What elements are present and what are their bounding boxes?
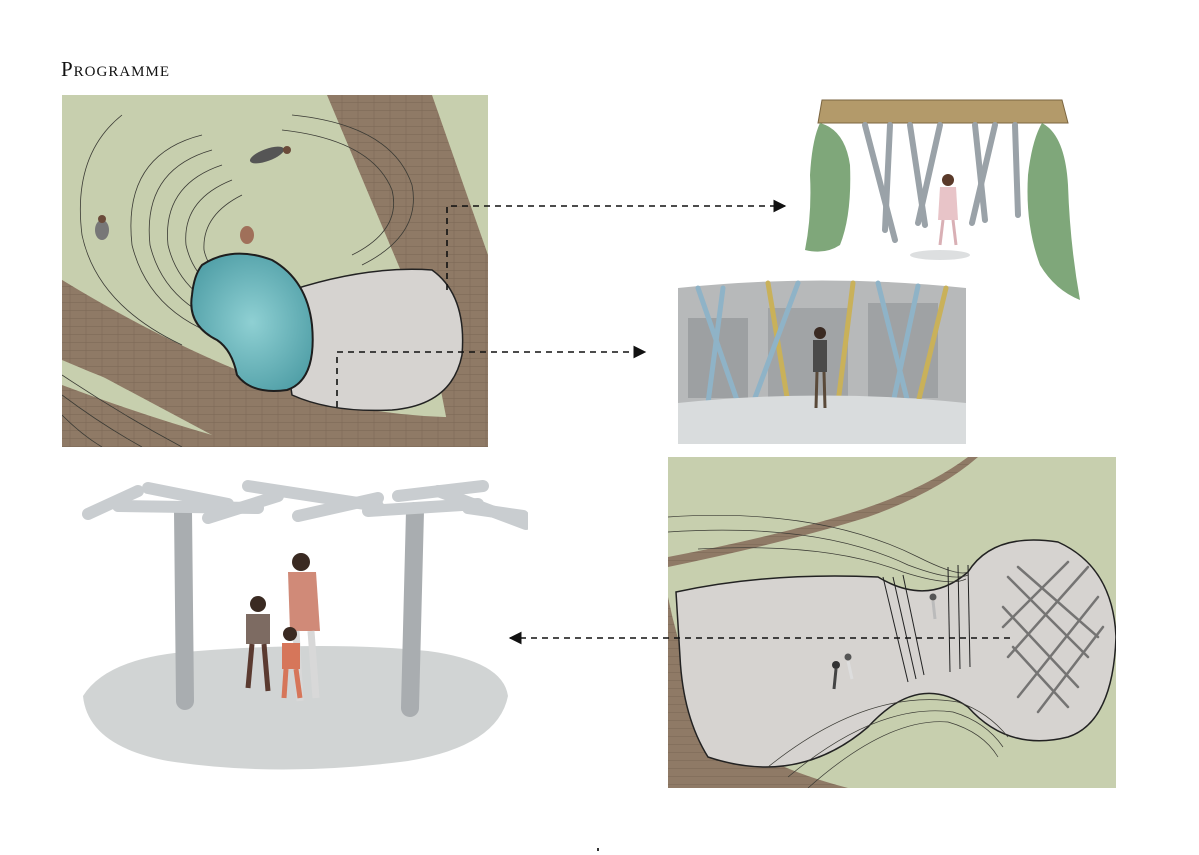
pergola-posts: [174, 502, 424, 717]
woven-mat: [1001, 560, 1105, 714]
pergola-beams: [82, 480, 528, 530]
deck-path-bottom: [62, 280, 488, 447]
bridge-strips: [882, 564, 971, 683]
deck-curve-top: [668, 457, 978, 567]
family-figures: [245, 553, 320, 702]
pavilion-columns: [862, 122, 1021, 243]
page-title: Programme: [61, 57, 171, 81]
green-wall-right: [1027, 123, 1080, 300]
plan-woven-panel: [668, 457, 1116, 788]
pergola-drawing: [82, 480, 528, 770]
people-figures: [95, 146, 291, 244]
arrow-to-pavilion: [446, 199, 787, 290]
viewing-platform-panel: [678, 278, 966, 444]
plan-pool-panel: [62, 95, 488, 447]
pavilion-panel: [800, 95, 1090, 305]
platform-floor: [678, 395, 966, 444]
pergola-panel: [78, 476, 528, 778]
pavilion-roof: [817, 99, 1069, 124]
viewing-frame-posts: [695, 280, 949, 406]
viewing-platform-drawing: [678, 280, 966, 444]
pavilion-drawing: [805, 99, 1080, 300]
page-mark: [597, 848, 599, 851]
viewer-figure: [813, 327, 827, 409]
plan-pool-drawing: [62, 95, 488, 447]
deck-band: [62, 280, 488, 447]
plan-woven-drawing: [668, 457, 1116, 788]
people-figures: [832, 593, 937, 690]
contour-lines: [62, 114, 414, 447]
pool: [190, 252, 314, 392]
plaza-area: [675, 539, 1116, 768]
plaza-area: [276, 268, 464, 412]
arrow-to-viewing-platform: [336, 345, 647, 407]
green-wall-left: [805, 123, 851, 252]
person-figure: [938, 174, 958, 246]
